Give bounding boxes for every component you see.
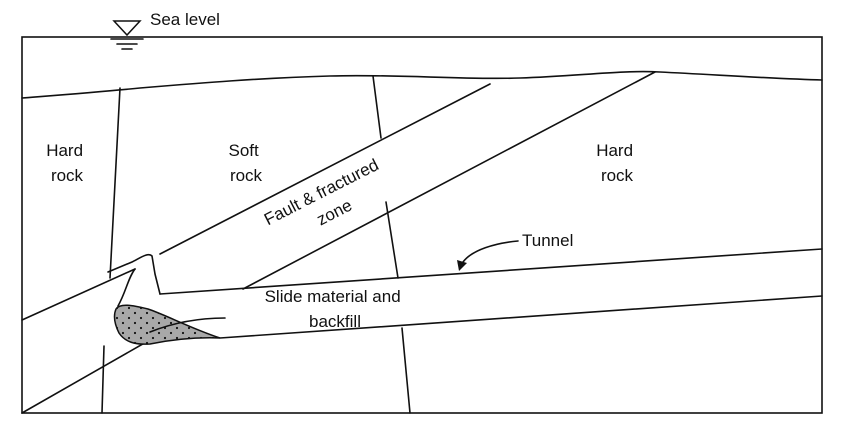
collapse-cavity-outline bbox=[107, 253, 161, 307]
slide-material-label: Slide material and backfill bbox=[265, 287, 406, 331]
hard-rock-right-label: Hard rock bbox=[596, 141, 638, 185]
rock-boundary-right bbox=[372, 75, 411, 414]
section-frame bbox=[21, 36, 823, 414]
fault-zone-upper-line bbox=[21, 83, 491, 321]
slide-material-mass bbox=[113, 304, 221, 345]
sea-level-marker bbox=[110, 20, 144, 50]
inverted-triangle-water-level-icon bbox=[112, 20, 142, 37]
hard-rock-left-line-2: rock bbox=[51, 166, 84, 185]
slide-material-line-2: backfill bbox=[309, 312, 361, 331]
tunnel-leader-line bbox=[462, 240, 519, 263]
fault-zone-lower-line bbox=[21, 71, 656, 414]
seabed-line bbox=[21, 70, 823, 99]
slide-material-crest bbox=[149, 317, 226, 333]
sea-level-label: Sea level bbox=[150, 10, 220, 29]
tunnel-leader-arrowhead bbox=[457, 260, 467, 271]
tunnel-label: Tunnel bbox=[522, 231, 573, 250]
rock-boundary-left bbox=[101, 87, 121, 414]
hard-rock-right-line-1: Hard bbox=[596, 141, 633, 160]
hard-rock-left-line-1: Hard bbox=[46, 141, 83, 160]
tunnel-lower-wall bbox=[219, 295, 823, 339]
hard-rock-right-line-2: rock bbox=[601, 166, 634, 185]
soft-rock-label: Soft rock bbox=[229, 141, 264, 185]
slide-material-line-1: Slide material and bbox=[265, 287, 401, 306]
tunnel-upper-wall bbox=[159, 248, 823, 295]
soft-rock-line-2: rock bbox=[230, 166, 263, 185]
soft-rock-line-1: Soft bbox=[229, 141, 260, 160]
hard-rock-left-label: Hard rock bbox=[46, 141, 88, 185]
